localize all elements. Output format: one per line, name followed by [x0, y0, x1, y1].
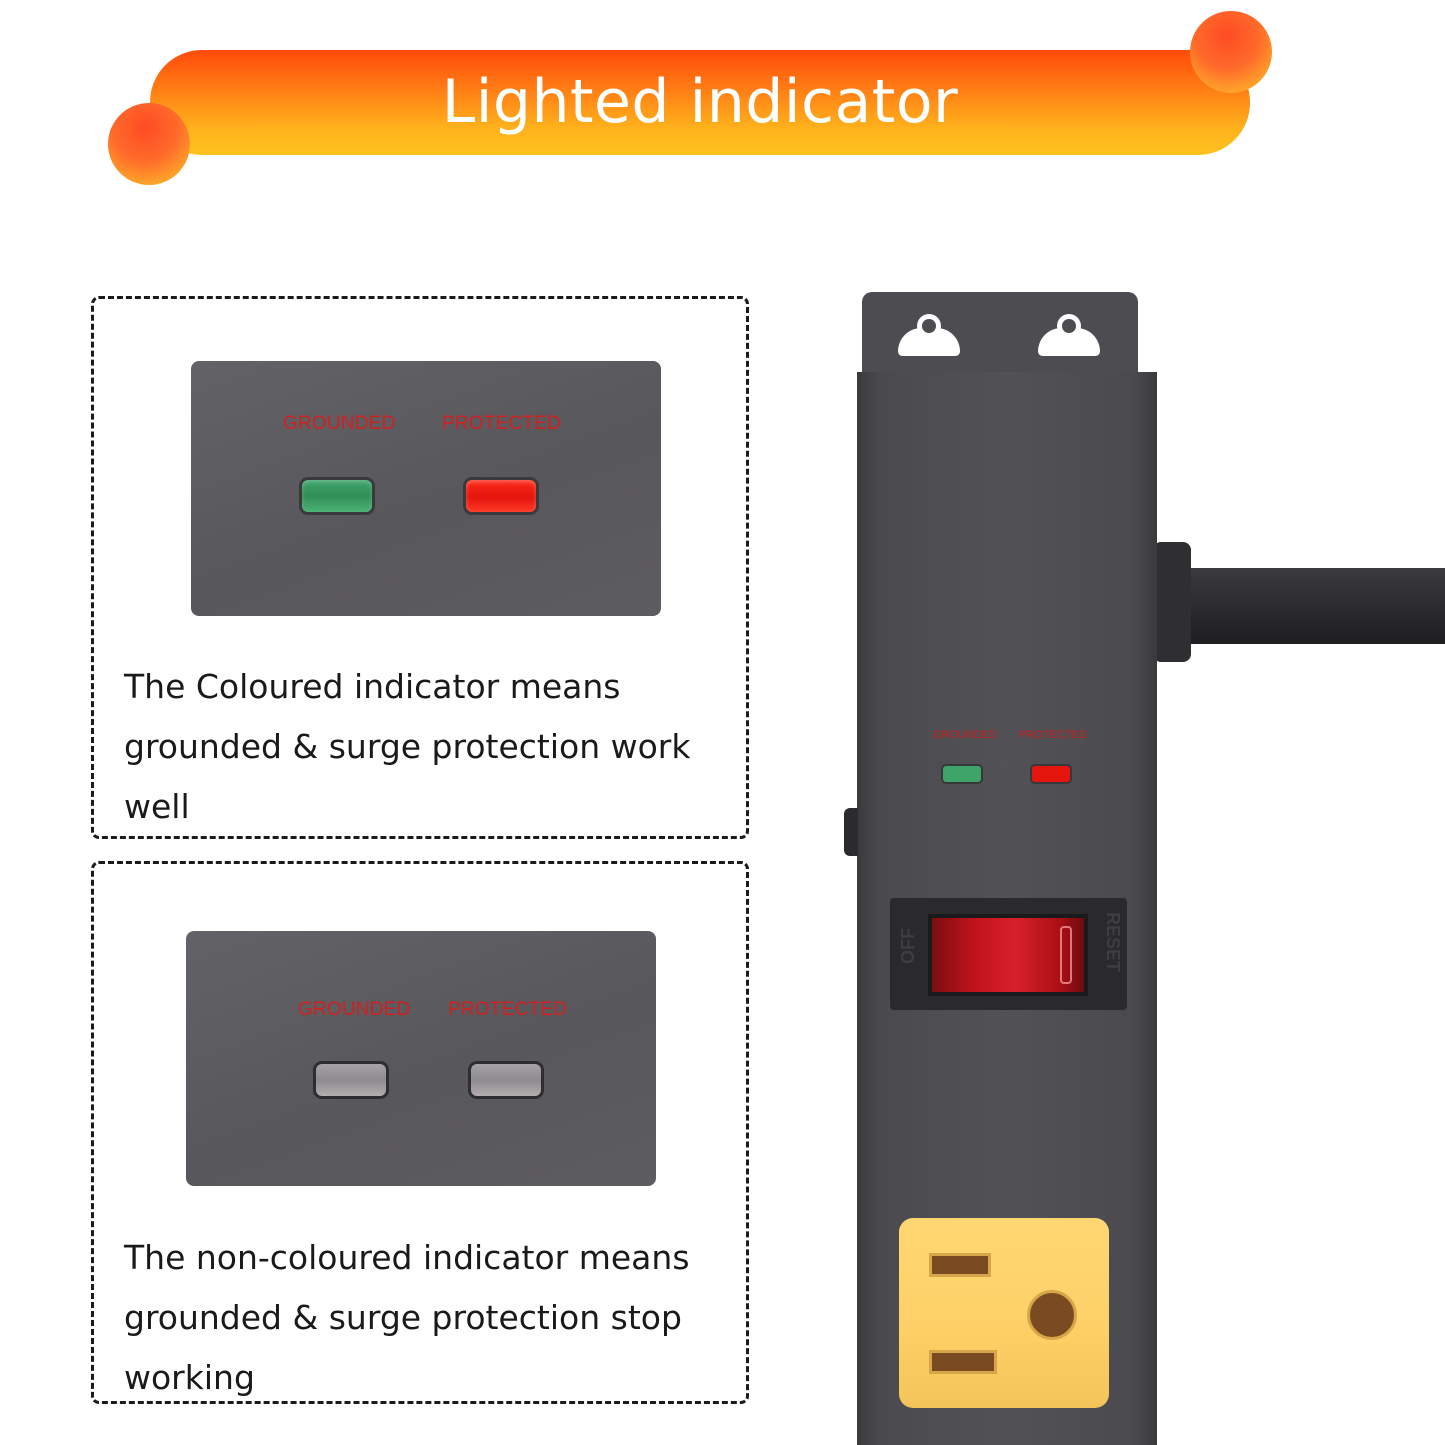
strip-protected-label: PROTECTED [1019, 729, 1087, 741]
switch-off-label: OFF [898, 928, 918, 964]
indicator-panel-off: GROUNDED PROTECTED [186, 931, 656, 1186]
outlet-ground-hole [1027, 1290, 1077, 1340]
description-line: grounded & surge protection work well [124, 727, 691, 826]
grounded-label: GROUNDED [298, 999, 411, 1020]
protected-label: PROTECTED [442, 413, 561, 434]
card-description: The non-coloured indicator means grounde… [124, 1228, 690, 1408]
page-title: Lighted indicator [441, 67, 959, 137]
strip-protected-lamp [1030, 764, 1072, 784]
info-card-coloured: GROUNDED PROTECTED The Coloured indicato… [91, 296, 749, 839]
description-line: The non-coloured indicator means [124, 1238, 690, 1277]
description-line: grounded & surge protection stop [124, 1298, 682, 1337]
side-knob [844, 808, 858, 856]
info-card-non-coloured: GROUNDED PROTECTED The non-coloured indi… [91, 861, 749, 1404]
description-line: working [124, 1358, 255, 1397]
protected-indicator-lamp [468, 1061, 544, 1099]
strip-grounded-label: GROUNDED [933, 729, 998, 741]
grounded-indicator-lamp [299, 477, 375, 515]
protected-indicator-lamp [463, 477, 539, 515]
description-line: The Coloured indicator means [124, 667, 621, 706]
power-cord [1186, 568, 1445, 644]
keyhole-icon [898, 314, 960, 356]
title-banner: Lighted indicator [150, 50, 1250, 155]
outlet-icon [899, 1218, 1109, 1408]
rocker-switch-icon[interactable]: OFF RESET [890, 898, 1127, 1010]
grounded-indicator-lamp [313, 1061, 389, 1099]
card-description: The Coloured indicator means grounded & … [124, 657, 746, 837]
switch-reset-label: RESET [1103, 912, 1123, 973]
outlet-slot-bottom [929, 1350, 997, 1374]
cord-grommet [1153, 542, 1191, 662]
outlet-slot-top [929, 1253, 991, 1277]
indicator-panel-on: GROUNDED PROTECTED [191, 361, 661, 616]
protected-label: PROTECTED [448, 999, 567, 1020]
grounded-label: GROUNDED [283, 413, 396, 434]
switch-rocker[interactable] [928, 914, 1088, 996]
strip-grounded-lamp [941, 764, 983, 784]
switch-rocker-bar [1060, 926, 1072, 984]
decorative-ball-right [1190, 11, 1272, 93]
decorative-ball-left [108, 103, 190, 185]
keyhole-icon [1038, 314, 1100, 356]
